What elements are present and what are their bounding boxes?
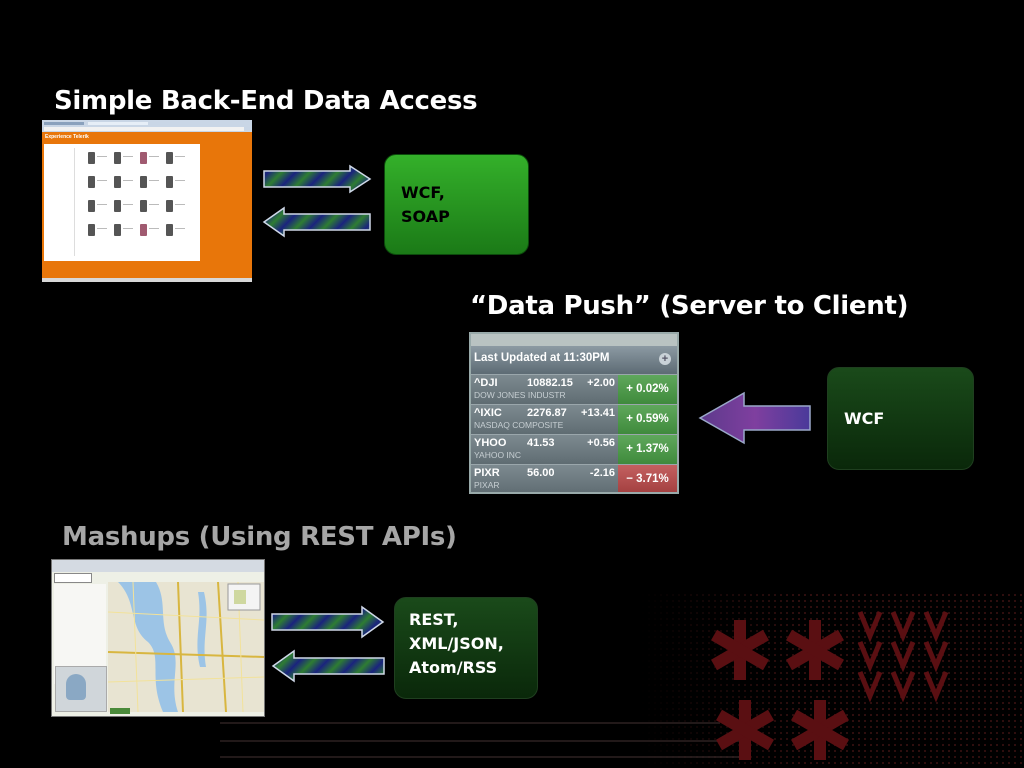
arrow-left-rest-response: [271, 649, 385, 683]
thumb-phone-grid: [88, 152, 185, 236]
ticker-change: -2.16: [589, 467, 615, 479]
service-box-rest: REST, XML/JSON, Atom/RSS: [394, 597, 538, 699]
ticker-header-label: Last Updated at 11:30PM: [474, 352, 610, 364]
heading-mashups: Mashups (Using REST APIs): [62, 522, 457, 552]
ticker-symbol: ^DJI: [474, 377, 498, 389]
arrow-right-request: [263, 164, 372, 194]
ticker-symbol: YHOO: [474, 437, 507, 449]
ticker-price: 41.53: [527, 437, 555, 449]
screenshot-map-mashup: [51, 559, 265, 717]
service-box-line-1: REST,: [409, 610, 459, 629]
ticker-percent-badge: + 0.59%: [618, 405, 677, 434]
ticker-change: +2.00: [587, 377, 615, 389]
ticker-add-icon[interactable]: +: [659, 353, 671, 365]
ticker-symbol: PIXR: [474, 467, 500, 479]
service-box-wcf-soap: WCF, SOAP: [384, 154, 529, 255]
ticker-company: DOW JONES INDUSTR: [474, 390, 566, 400]
ticker-percent-badge: + 1.37%: [618, 435, 677, 464]
arrow-left-response: [262, 206, 371, 238]
service-box-line-2: XML/JSON,: [409, 634, 504, 653]
ticker-price: 2276.87: [527, 407, 567, 419]
map-area: [108, 582, 264, 712]
service-box-line-1: WCF,: [401, 183, 445, 202]
ticker-symbol: ^IXIC: [474, 407, 502, 419]
ticker-percent-badge: − 3.71%: [618, 465, 677, 492]
ticker-company: PIXAR: [474, 480, 500, 490]
service-box-line-2: SOAP: [401, 207, 450, 226]
ticker-change: +0.56: [587, 437, 615, 449]
ticker-percent-badge: + 0.02%: [618, 375, 677, 404]
service-box-line-3: Atom/RSS: [409, 658, 498, 677]
service-box-wcf: WCF: [827, 367, 974, 470]
ticker-company: YAHOO INC: [474, 450, 522, 460]
arrow-right-rest-request: [271, 605, 385, 639]
heading-simple-backend: Simple Back-End Data Access: [54, 86, 478, 116]
thumb-header: Experience Telerik: [45, 134, 89, 140]
ticker-price: 56.00: [527, 467, 555, 479]
stock-ticker-widget: Last Updated at 11:30PM + ^DJI 10882.15 +2…: [469, 332, 679, 494]
ticker-company: NASDAQ COMPOSITE: [474, 420, 564, 430]
service-box-label: WCF: [844, 409, 885, 428]
ticker-price: 10882.15: [527, 377, 573, 389]
ticker-change: +13.41: [581, 407, 615, 419]
screenshot-telerik-store: Experience Telerik: [42, 120, 252, 282]
heading-data-push: “Data Push” (Server to Client): [470, 291, 909, 321]
arrow-left-push: [698, 391, 811, 445]
